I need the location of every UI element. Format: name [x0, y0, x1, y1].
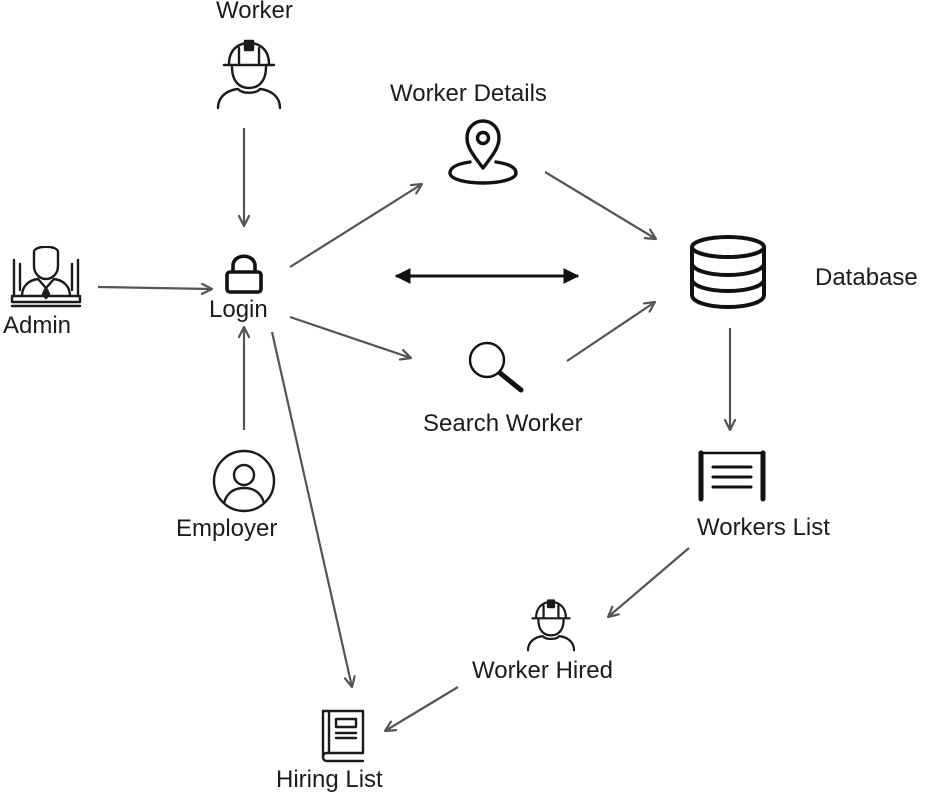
magnifier-icon: [468, 341, 524, 393]
location-pin-icon: [448, 119, 518, 185]
search-worker-label: Search Worker: [423, 410, 583, 437]
edge-login-worker-details: [289, 184, 422, 268]
edge-workers-list-worker-hired: [608, 547, 690, 617]
worker-helmet-icon: [216, 39, 282, 110]
database-icon: [690, 235, 766, 309]
admin-label: Admin: [3, 312, 72, 339]
employer-label: Employer: [176, 515, 278, 542]
worker-helmet-icon: [526, 599, 576, 652]
database-label: Database: [815, 264, 918, 291]
lock-icon: [225, 254, 263, 294]
list-document-icon: [698, 450, 766, 502]
edge-login-search-worker: [289, 315, 411, 358]
edge-search-worker-database: [566, 302, 655, 362]
edge-worker-hired-hiring-list: [385, 686, 459, 731]
admin-desk-icon: [10, 246, 82, 308]
worker-details-label: Worker Details: [390, 80, 547, 107]
book-icon: [321, 709, 365, 763]
worker-hired-label: Worker Hired: [472, 657, 613, 684]
edge-worker-details-database: [544, 171, 656, 239]
user-circle-icon: [212, 449, 276, 513]
workers-list-label: Workers List: [697, 514, 830, 541]
edge-login-hiring-list: [270, 331, 352, 687]
worker-label: Worker: [216, 0, 293, 24]
edge-admin-login: [97, 287, 212, 289]
hiring-list-label: Hiring List: [276, 766, 383, 793]
login-label: Login: [209, 296, 268, 323]
